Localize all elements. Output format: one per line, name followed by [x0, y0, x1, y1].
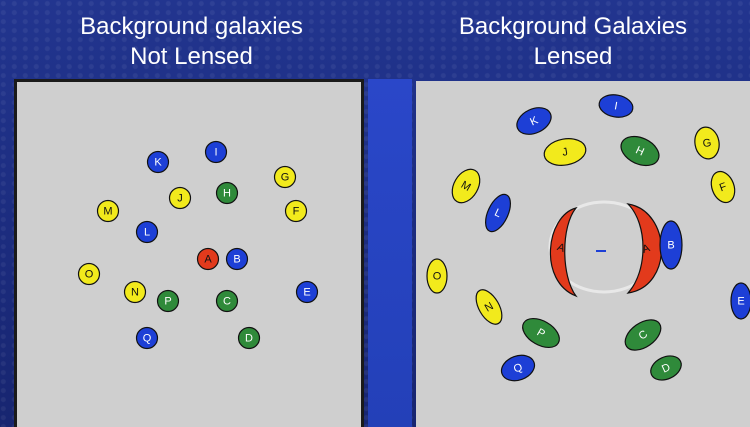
left-title-line2: Not Lensed — [130, 43, 253, 70]
right-title-line2: Lensed — [533, 43, 613, 70]
lensed-galaxy-l: L — [485, 193, 511, 233]
lensed-galaxy-j: J — [543, 138, 587, 166]
svg-text:G: G — [281, 172, 290, 184]
svg-text:N: N — [131, 287, 139, 299]
galaxy-g: G — [273, 165, 297, 189]
lensed-galaxy-g: G — [694, 126, 720, 160]
svg-text:O: O — [433, 271, 442, 283]
lensed-galaxy-o: O — [426, 258, 448, 294]
svg-text:B: B — [233, 254, 240, 266]
svg-text:C: C — [223, 296, 231, 308]
lensed-galaxy-c: C — [624, 319, 662, 351]
right-title-line1: Background Galaxies — [458, 13, 688, 40]
lensed-galaxy-d: D — [650, 355, 682, 381]
left-title-line1: Background galaxies — [80, 13, 303, 40]
svg-text:I: I — [613, 100, 618, 112]
galaxy-i: I — [204, 140, 228, 164]
svg-text:F: F — [718, 181, 729, 195]
galaxy-h: H — [215, 181, 239, 205]
svg-text:K: K — [154, 157, 162, 169]
galaxy-j: J — [168, 186, 192, 210]
lensed-galaxy-n: N — [475, 289, 503, 325]
lensed-galaxy-i: I — [598, 94, 634, 118]
lensed-galaxy-q: Q — [500, 354, 536, 382]
panel-separator — [368, 79, 412, 427]
galaxy-e: E — [295, 280, 319, 304]
svg-text:B: B — [667, 240, 674, 252]
galaxy-d: D — [237, 326, 261, 350]
svg-text:L: L — [144, 227, 150, 239]
lensed-galaxy-e: E — [730, 282, 750, 320]
left-panel-title: Background galaxies Not Lensed — [14, 12, 369, 72]
lensed-galaxy-p: P — [522, 317, 560, 349]
lensed-galaxy-field: A A K I G J H F ML B O E NP C Q D — [426, 94, 750, 382]
svg-text:E: E — [303, 287, 310, 299]
svg-text:P: P — [164, 296, 171, 308]
lensed-arc-a-left — [549, 206, 578, 298]
svg-text:G: G — [702, 137, 713, 150]
lensed-galaxy-k: K — [516, 107, 552, 135]
svg-text:A: A — [204, 254, 212, 266]
arc-label-left: A — [555, 241, 567, 255]
galaxy-b: B — [225, 247, 249, 271]
galaxy-n: N — [123, 280, 147, 304]
galaxy-a: A — [196, 247, 220, 271]
svg-text:H: H — [223, 188, 231, 200]
svg-text:I: I — [214, 147, 217, 159]
galaxy-m: M — [96, 199, 120, 223]
galaxy-k: K — [146, 150, 170, 174]
svg-text:Q: Q — [143, 333, 152, 345]
svg-text:J: J — [561, 146, 569, 159]
galaxy-c: C — [215, 289, 239, 313]
svg-text:M: M — [103, 206, 112, 218]
unlensed-panel: K I G H J M F L A B O N P C E Q D — [14, 79, 364, 427]
unlensed-galaxy-field: K I G H J M F L A B O N P C E Q D — [77, 140, 319, 350]
svg-text:L: L — [492, 207, 503, 220]
right-panel-title: Background Galaxies Lensed — [398, 12, 748, 72]
svg-text:F: F — [293, 206, 300, 218]
lensed-galaxy-b: B — [659, 220, 683, 270]
arc-label-right: A — [640, 242, 652, 256]
lensed-arc-a-right — [626, 203, 662, 294]
galaxy-l: L — [135, 220, 159, 244]
svg-text:O: O — [85, 269, 94, 281]
galaxy-q: Q — [135, 326, 159, 350]
lensed-galaxy-f: F — [710, 170, 736, 204]
svg-text:E: E — [737, 296, 744, 308]
galaxy-p: P — [156, 289, 180, 313]
svg-text:D: D — [245, 333, 253, 345]
lensed-galaxy-h: H — [620, 135, 660, 167]
svg-text:J: J — [177, 193, 183, 205]
galaxy-o: O — [77, 262, 101, 286]
galaxy-f: F — [284, 199, 308, 223]
lensed-galaxy-m: M — [451, 168, 481, 204]
